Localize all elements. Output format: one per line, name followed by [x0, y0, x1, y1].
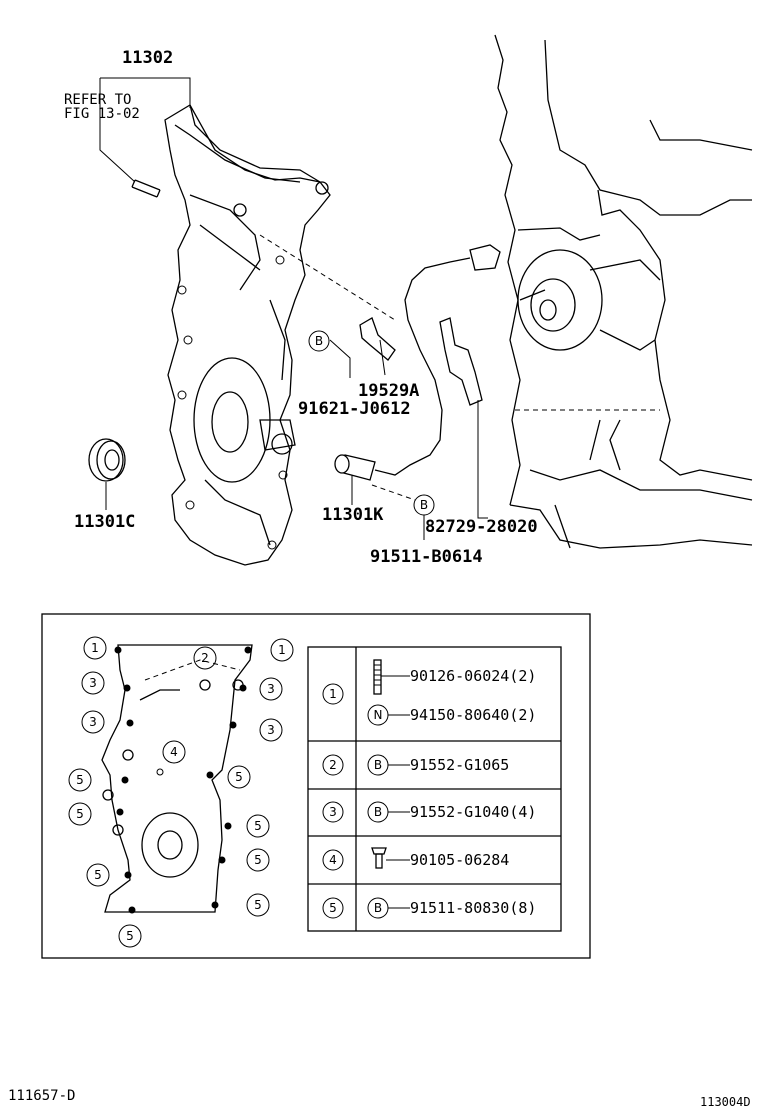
- table-marker-1b: N: [374, 708, 383, 722]
- clamp-illustration: [439, 317, 483, 406]
- fastener-table: 1 90126-06024(2) N 94150-80640(2) 2 B 91…: [307, 646, 562, 932]
- marker-1-left: 1: [91, 641, 99, 655]
- table-ref-5: 5: [329, 901, 337, 915]
- callout-clamp: 82729-28020: [425, 517, 538, 537]
- marker-3-d: 3: [267, 723, 275, 737]
- sensor-illustration: [334, 244, 501, 481]
- marker-3-a: 3: [89, 676, 97, 690]
- callout-seal: 11301C: [74, 512, 135, 532]
- marker-5-h: 5: [126, 929, 134, 943]
- b-markers: B B: [308, 330, 435, 516]
- oil-seal-illustration: [88, 438, 126, 482]
- table-part-2: 91552-G1065: [410, 756, 509, 774]
- marker-5-a: 5: [76, 773, 84, 787]
- table-ref-2: 2: [329, 758, 337, 772]
- table-part-1a: 90126-06024(2): [410, 667, 536, 685]
- leader-lines: [99, 77, 488, 540]
- b-marker-sensor: B: [420, 498, 428, 512]
- marker-5-g: 5: [254, 898, 262, 912]
- table-ref-3: 3: [329, 805, 337, 819]
- table-marker-5: B: [374, 901, 382, 915]
- footer-left-code: 111657-D: [8, 1088, 75, 1104]
- callout-cover: 11302: [122, 48, 173, 68]
- footer-right-code: 113004D: [700, 1095, 751, 1109]
- callout-refer-line1: REFER TO: [64, 92, 131, 108]
- callout-labels: 11302 REFER TO FIG 13-02 11301C 19529A 9…: [64, 48, 538, 567]
- b-marker-bracket: B: [315, 334, 323, 348]
- marker-5-e: 5: [254, 853, 262, 867]
- stud-icon: [373, 659, 382, 695]
- table-marker-2: B: [374, 758, 382, 772]
- callout-bracket-bolt: 91621-J0612: [298, 399, 411, 419]
- fastener-panel-border: [41, 613, 591, 959]
- marker-5-b: 5: [235, 770, 243, 784]
- marker-1-right: 1: [278, 643, 286, 657]
- callout-sensor-bolt: 91511-B0614: [370, 547, 483, 567]
- marker-5-c: 5: [76, 807, 84, 821]
- table-part-4: 90105-06284: [410, 851, 509, 869]
- bracket-illustration: [359, 317, 396, 361]
- callout-bracket: 19529A: [358, 381, 419, 401]
- callout-refer-line2: FIG 13-02: [64, 106, 140, 122]
- table-part-1b: 94150-80640(2): [410, 706, 536, 724]
- marker-2: 2: [201, 651, 209, 665]
- table-ref-4: 4: [329, 853, 337, 867]
- marker-3-c: 3: [89, 715, 97, 729]
- marker-4: 4: [170, 745, 178, 759]
- marker-5-d: 5: [254, 819, 262, 833]
- callout-sensor: 11301K: [322, 505, 384, 525]
- marker-3-b: 3: [267, 682, 275, 696]
- timing-cover-illustration: [131, 104, 331, 566]
- position-markers: 1 1 2 3 3 3 3 4 5 5 5 5 5 5 5 5: [68, 636, 294, 948]
- marker-5-f: 5: [94, 868, 102, 882]
- engine-block-illustration: [494, 34, 753, 549]
- table-part-3: 91552-G1040(4): [410, 803, 536, 821]
- table-ref-1: 1: [329, 687, 337, 701]
- bolt-layout-sketch: [101, 644, 253, 914]
- table-part-5: 91511-80830(8): [410, 899, 536, 917]
- bolt-icon: [371, 847, 387, 869]
- table-marker-3: B: [374, 805, 382, 819]
